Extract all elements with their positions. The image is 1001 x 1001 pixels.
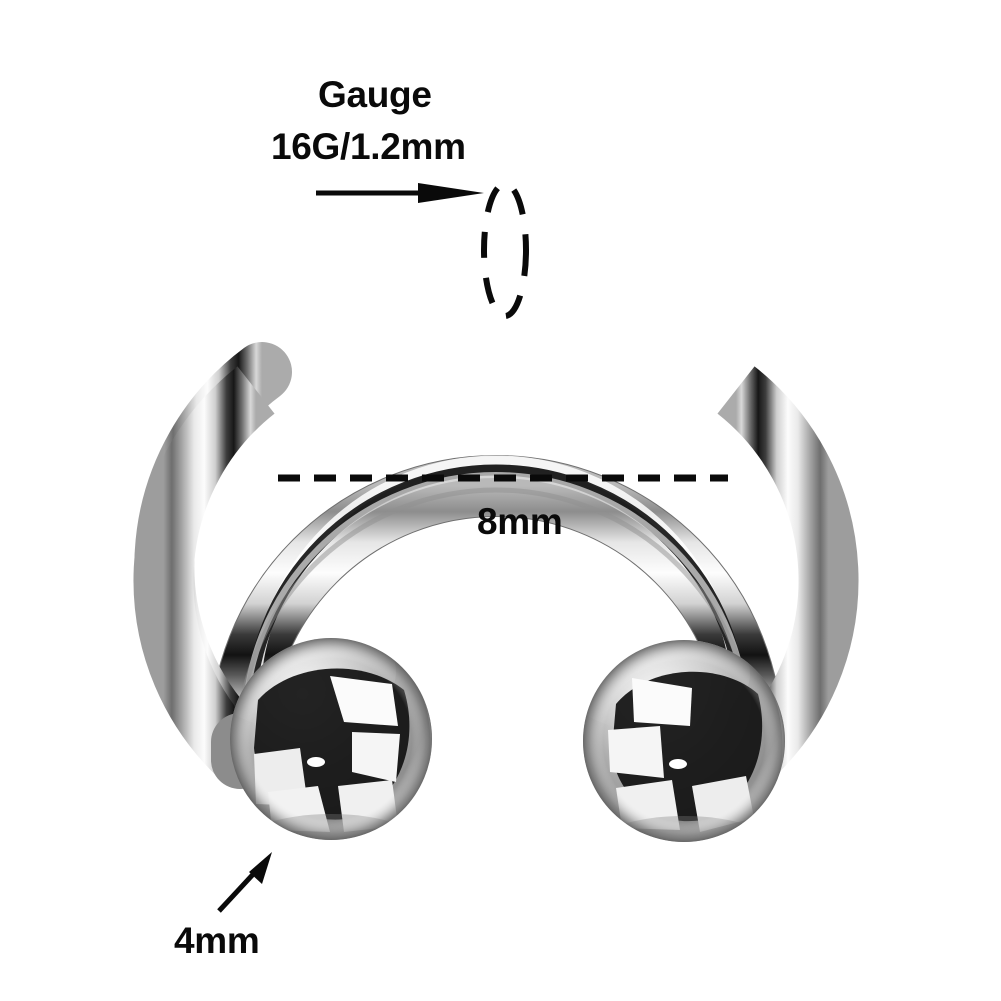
gauge-value-label: 16G/1.2mm bbox=[271, 126, 466, 167]
ring-tube-left-limb bbox=[133, 366, 275, 777]
ball-arrow-shaft bbox=[217, 867, 260, 913]
right-ball-rim bbox=[583, 640, 785, 842]
ring-outer-edge bbox=[235, 487, 757, 751]
left-ball-rim bbox=[230, 638, 432, 840]
gauge-title-label: Gauge bbox=[318, 74, 432, 115]
gauge-arrow-head bbox=[418, 183, 484, 203]
ball-arrow-head bbox=[249, 852, 272, 884]
gauge-cross-section-ellipse bbox=[481, 181, 529, 319]
ball-arrow-marker bbox=[217, 852, 272, 913]
ring-tube-right-limb bbox=[717, 366, 859, 777]
right-ball bbox=[583, 640, 785, 842]
inner-diameter-label: 8mm bbox=[477, 501, 563, 542]
gauge-arrow-marker bbox=[316, 183, 484, 203]
ball-size-label: 4mm bbox=[174, 920, 260, 961]
